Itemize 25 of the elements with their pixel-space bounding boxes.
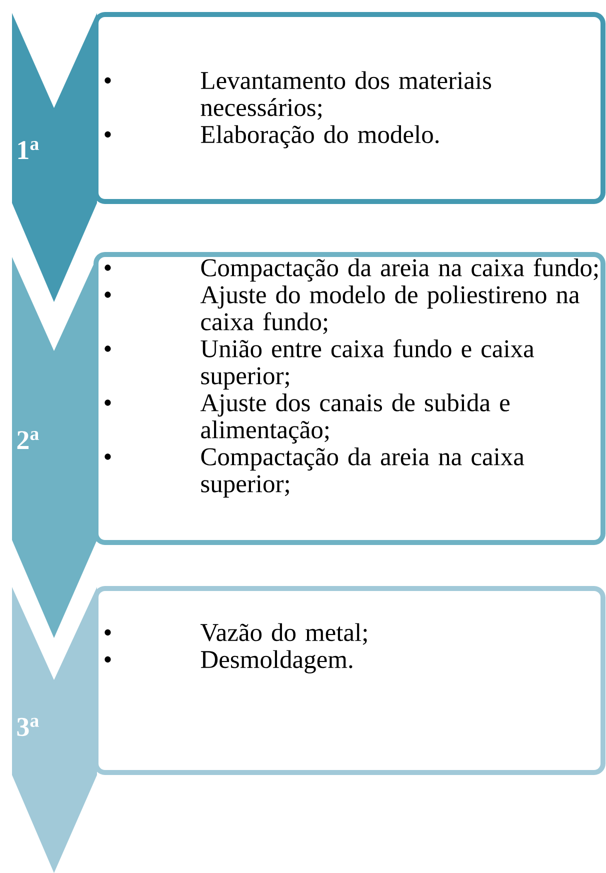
bullet: • [104,77,111,84]
list-item: Ajuste do modelo de poliestireno na caixa fundo; [200,285,580,334]
list-item: Desmoldagem. [200,650,352,674]
list-item: Levantamento dos materiais necessários; [200,71,492,120]
list-item: Vazão do metal; [200,623,367,645]
node-label: 3$^{a}$ [17,718,39,736]
list-item: Compactação da areia na caixa superior; [201,447,524,498]
list-item: Compactação da areia na caixa fundo; [201,258,598,282]
bullet: • [104,454,111,460]
step-number-banner: 3$^{a}$ [12,587,97,873]
bullet: • [104,131,111,138]
step-number-banner: 1$^{a}$ [12,13,97,302]
list-item: Elaboração do modelo. [200,125,439,148]
list-item: União entre caixa fundo e caixa superior; [200,339,534,390]
step-number-banner: 2$^{a}$ [12,257,97,638]
bullet: • [104,400,111,406]
list-item: Ajuste dos canais de subida e alimentação; [200,393,510,444]
bullet: • [104,264,111,271]
step-box [94,252,606,545]
bullet: • [104,292,111,298]
node-label: 2$^{a}$ [17,431,39,449]
bullet: • [104,629,111,636]
node-label: 1$^{a}$ [18,141,39,159]
bullet: • [104,656,111,662]
bullet: • [104,346,111,352]
